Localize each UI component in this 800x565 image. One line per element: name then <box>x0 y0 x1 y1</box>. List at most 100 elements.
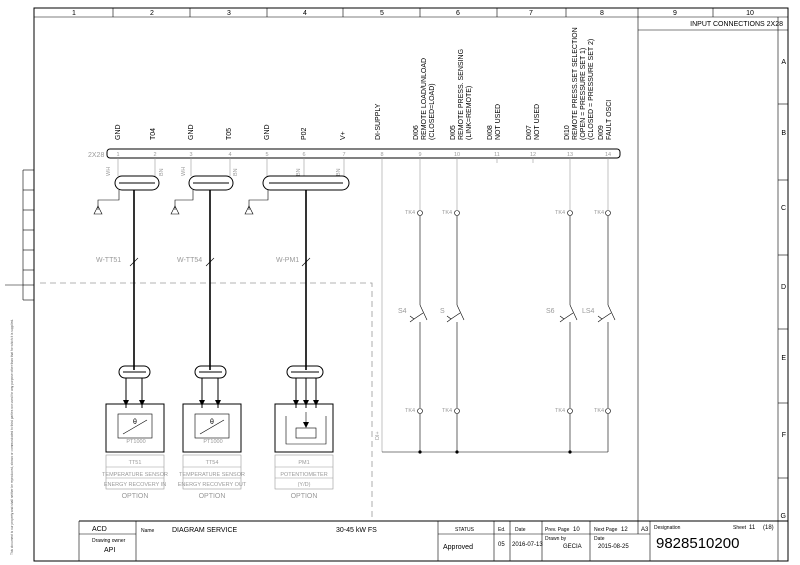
signal-labels: GND T04 GND T05 GND P02 V+ DI-SUPPLY <box>115 103 382 140</box>
di-label: REMOTE LOAD/UNLOAD <box>421 58 428 140</box>
switch-tag: S4 <box>398 308 407 315</box>
di-label: DI10 <box>564 125 571 140</box>
contact-tag: TK4 <box>442 210 452 216</box>
svg-text:TEMPERATURE SENSOR: TEMPERATURE SENSOR <box>102 472 168 478</box>
option-label: OPTION <box>122 493 149 500</box>
drawing-name: DIAGRAM SERVICE <box>172 527 238 534</box>
svg-text:Date: Date <box>594 536 605 542</box>
svg-text:Ed.: Ed. <box>498 527 506 533</box>
svg-text:1: 1 <box>116 152 119 158</box>
signal-label: P02 <box>301 127 308 140</box>
svg-text:8: 8 <box>380 152 383 158</box>
contact-tag: TK4 <box>442 408 452 414</box>
svg-text:Prev. Page: Prev. Page <box>545 527 570 533</box>
sheet-size: A3 <box>641 527 649 533</box>
di-label: DI05 <box>450 125 457 140</box>
status: Approved <box>443 544 473 551</box>
edition: 05 <box>498 542 505 548</box>
device-connector-tt54 <box>194 365 227 408</box>
di-label: DI09 <box>598 125 605 140</box>
company: ACD <box>92 526 107 533</box>
device-tag: TT51 <box>129 460 142 466</box>
di-label: (CLOSED=LOAD) <box>429 83 436 140</box>
sheet-total: (18) <box>763 525 774 531</box>
drawing-owner: API <box>104 547 115 554</box>
device-connector-pm1 <box>286 365 324 408</box>
signal-label: T05 <box>226 128 233 140</box>
terminal-strip <box>106 148 621 159</box>
col-number: 3 <box>227 10 231 17</box>
svg-text:Sheet: Sheet <box>733 525 747 531</box>
di-circuit-di09: TK4 TK4 LS4 <box>582 158 616 452</box>
signal-label: T04 <box>150 128 157 140</box>
col-number: 1 <box>72 10 76 17</box>
contact-tag: TK4 <box>555 408 565 414</box>
terminal-numbers: 1 2 3 4 5 6 7 8 9 10 11 12 13 14 <box>116 152 611 158</box>
contact-tag: TK4 <box>555 210 565 216</box>
sheet-frame <box>33 7 789 562</box>
device-tt54: θ PT1000 TT54 TEMPERATURE SENSOR ENERGY … <box>178 403 247 500</box>
terminal-strip-name: 2X28 <box>88 152 104 159</box>
contact-tag: TK4 <box>594 210 604 216</box>
col-number: 9 <box>673 10 677 17</box>
cable-label: W-TT51 <box>96 257 121 264</box>
device-tag: TT54 <box>206 460 219 466</box>
signal-label: V+ <box>340 131 347 140</box>
di-label: NOT USED <box>534 104 541 140</box>
svg-text:PT1000: PT1000 <box>203 439 222 445</box>
svg-text:BN: BN <box>296 168 302 176</box>
svg-text:10: 10 <box>454 152 460 158</box>
switch-tag: S6 <box>546 308 555 315</box>
row-letter: B <box>781 130 786 137</box>
theta-symbol: θ <box>133 419 137 426</box>
svg-text:TEMPERATURE SENSOR: TEMPERATURE SENSOR <box>179 472 245 478</box>
cable-connector-tt54: WH BN <box>170 158 239 370</box>
svg-text:9: 9 <box>418 152 421 158</box>
contact-tag: TK4 <box>594 408 604 414</box>
device-connector-tt51 <box>118 365 151 408</box>
di-label: (CLOSED = PRESSURE SET 2) <box>588 39 595 140</box>
svg-text:BN: BN <box>159 168 165 176</box>
di-label: DI07 <box>526 125 533 140</box>
svg-text:ENERGY RECOVERY OUT: ENERGY RECOVERY OUT <box>178 482 247 488</box>
signal-label: DI-SUPPLY <box>375 103 382 140</box>
svg-text:DI+: DI+ <box>375 431 381 440</box>
svg-text:7: 7 <box>342 152 345 158</box>
row-letter: A <box>781 59 786 66</box>
device-tt51: θ PT1000 TT51 TEMPERATURE SENSOR ENERGY … <box>102 403 168 500</box>
svg-text:5: 5 <box>265 152 268 158</box>
switch-tag: S <box>440 308 445 315</box>
cable-connector-tt51: WH BN <box>93 158 165 370</box>
svg-text:ENERGY RECOVERY IN: ENERGY RECOVERY IN <box>104 482 166 488</box>
svg-text:(Y/D): (Y/D) <box>298 482 311 488</box>
signal-label: GND <box>264 124 271 140</box>
di-label: REMOTE PRESS. SENSING <box>458 49 465 140</box>
column-dividers <box>112 8 714 17</box>
svg-text:WH: WH <box>181 167 187 176</box>
legal-notice: This document is our property and shall … <box>10 319 14 555</box>
di-label: (OPEN = PRESSURE SET 1) <box>580 48 587 140</box>
col-number: 2 <box>150 10 154 17</box>
svg-text:12: 12 <box>530 152 536 158</box>
signal-label: GND <box>188 124 195 140</box>
row-letter: C <box>781 205 786 212</box>
device-tag: PM1 <box>298 460 309 466</box>
di-label: DI08 <box>487 125 494 140</box>
cable-label: W-TT54 <box>177 257 202 264</box>
di-label: NOT USED <box>495 104 502 140</box>
drawn-date: 2015-08-25 <box>598 544 629 550</box>
row-letter: F <box>782 432 786 439</box>
switch-tag: LS4 <box>582 308 595 315</box>
svg-text:BN: BN <box>336 168 342 176</box>
svg-text:3: 3 <box>189 152 192 158</box>
di-circuit-di06: TK4 TK4 S4 <box>398 158 428 454</box>
revision-date: 2016-07-13 <box>512 542 543 548</box>
di-labels: DI06 REMOTE LOAD/UNLOAD (CLOSED=LOAD) DI… <box>413 27 613 140</box>
col-number: 4 <box>303 10 307 17</box>
theta-symbol: θ <box>210 419 214 426</box>
svg-text:13: 13 <box>567 152 573 158</box>
row-letters: A B C D E F G <box>778 59 788 520</box>
sheet-number: 11 <box>749 525 756 531</box>
svg-text:Next Page: Next Page <box>594 527 618 533</box>
col-number: 8 <box>600 10 604 17</box>
